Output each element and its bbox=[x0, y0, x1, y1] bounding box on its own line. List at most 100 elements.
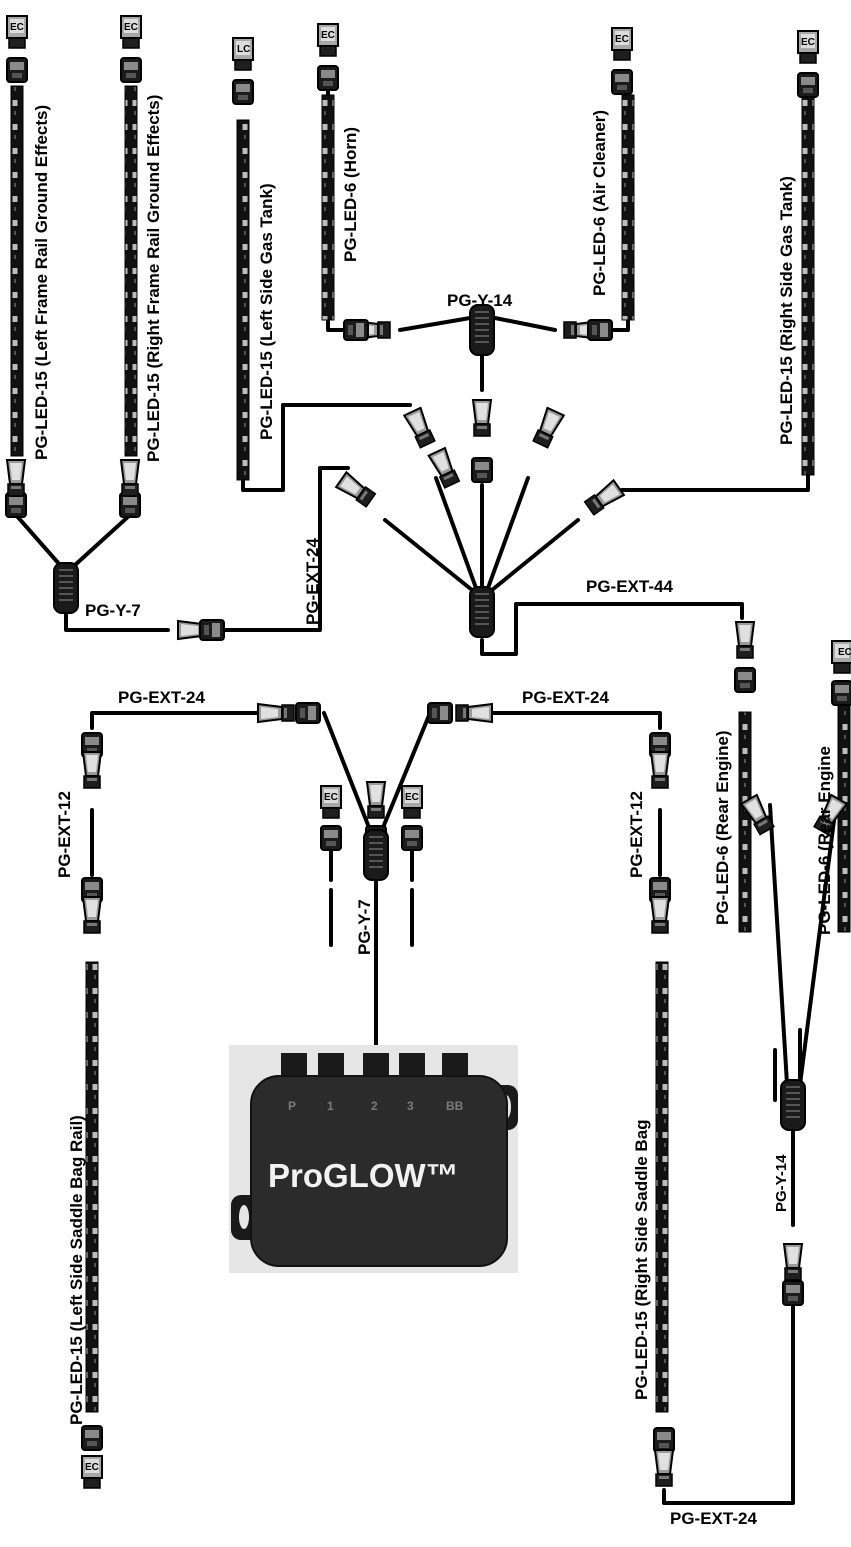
led-strip-rear-1 bbox=[738, 711, 752, 933]
labels: PG-LED-15 (Left Frame Rail Ground Effect… bbox=[32, 95, 834, 1528]
label-y14-top: PG-Y-14 bbox=[447, 291, 513, 310]
label-led-left-frame: PG-LED-15 (Left Frame Rail Ground Effect… bbox=[32, 105, 51, 460]
led-strips bbox=[10, 85, 851, 1413]
svg-text:EC: EC bbox=[615, 34, 629, 45]
connector bbox=[82, 896, 102, 934]
end-cap-left-gas: LC bbox=[232, 37, 254, 71]
connector bbox=[654, 1449, 674, 1487]
led-strip-right-saddle bbox=[655, 961, 669, 1413]
connector bbox=[427, 447, 462, 490]
y-splitter-top bbox=[469, 304, 495, 356]
led-strip-horn bbox=[321, 94, 335, 321]
led-strip-right-gas bbox=[801, 94, 815, 476]
male-connectors bbox=[6, 399, 848, 1487]
inline-coupler bbox=[587, 319, 613, 341]
svg-text:LC: LC bbox=[237, 44, 250, 55]
svg-text:EC: EC bbox=[405, 792, 419, 803]
controller-body bbox=[250, 1075, 508, 1267]
svg-text:EC: EC bbox=[321, 30, 335, 41]
coupler bbox=[782, 1280, 804, 1306]
label-led-right-gas: PG-LED-15 (Right Side Gas Tank) bbox=[777, 176, 796, 445]
led-strip-rear-2 bbox=[837, 699, 851, 933]
label-led-right-saddle: PG-LED-15 (Right Side Saddle Bag bbox=[632, 1119, 651, 1400]
port-label-bb: BB bbox=[446, 1099, 464, 1113]
coupler bbox=[401, 825, 423, 851]
connector bbox=[783, 1243, 803, 1281]
coupler bbox=[471, 457, 493, 483]
label-led-rear-1: PG-LED-6 (Rear Engine) bbox=[713, 730, 732, 925]
label-led-left-saddle: PG-LED-15 (Left Side Saddle Bag Rail) bbox=[67, 1115, 86, 1425]
led-strip-left-frame bbox=[10, 85, 24, 457]
label-ext44: PG-EXT-44 bbox=[586, 577, 673, 596]
inline-connector bbox=[257, 703, 295, 723]
y-splitter-hub bbox=[469, 586, 495, 638]
coupler bbox=[797, 72, 819, 98]
label-y7-top: PG-Y-7 bbox=[85, 601, 141, 620]
label-ext12-left: PG-EXT-12 bbox=[55, 791, 74, 878]
end-cap-ctrl-3: EC bbox=[401, 785, 423, 819]
coupler bbox=[6, 57, 28, 83]
label-ext24-right: PG-EXT-24 bbox=[522, 688, 609, 707]
coupler bbox=[120, 57, 142, 83]
end-caps: EC EC LC EC EC EC EC EC EC EC bbox=[6, 15, 851, 1489]
coupler bbox=[320, 825, 342, 851]
coupler bbox=[611, 69, 633, 95]
port-label-2: 2 bbox=[371, 1099, 378, 1113]
end-cap-left-frame: EC bbox=[6, 15, 28, 49]
led-strip-right-frame bbox=[124, 85, 138, 457]
label-led-left-gas: PG-LED-15 (Left Side Gas Tank) bbox=[257, 183, 276, 440]
inline-connector bbox=[455, 703, 493, 723]
end-cap-air: EC bbox=[611, 27, 633, 61]
end-cap-horn: EC bbox=[317, 23, 339, 57]
connector bbox=[366, 781, 386, 819]
port-label-p: P bbox=[288, 1099, 296, 1113]
label-ext24-left: PG-EXT-24 bbox=[118, 688, 205, 707]
coupler bbox=[734, 667, 756, 693]
connector bbox=[335, 471, 377, 509]
port-label-1: 1 bbox=[327, 1099, 334, 1113]
led-strip-left-gas bbox=[236, 119, 250, 481]
controller: P 1 2 3 BB ProGLOW™ bbox=[229, 1045, 518, 1273]
label-ext12-right: PG-EXT-12 bbox=[627, 791, 646, 878]
svg-text:EC: EC bbox=[85, 1462, 99, 1473]
label-y7-center: PG-Y-7 bbox=[355, 899, 374, 955]
end-cap-right-frame: EC bbox=[120, 15, 142, 49]
label-ext24-bottom: PG-EXT-24 bbox=[670, 1509, 757, 1528]
svg-text:EC: EC bbox=[324, 792, 338, 803]
y-splitter-center bbox=[363, 829, 389, 881]
connector bbox=[120, 459, 140, 497]
inline-coupler bbox=[295, 702, 321, 724]
label-led-rear-2: PG-LED-6 (Rear Engine bbox=[815, 746, 834, 935]
connector bbox=[735, 621, 755, 659]
inline-coupler bbox=[427, 702, 453, 724]
end-cap-left-saddle: EC bbox=[81, 1455, 103, 1489]
end-cap-ctrl-p: EC bbox=[320, 785, 342, 819]
end-cap-right-gas: EC bbox=[797, 30, 819, 64]
wires bbox=[14, 88, 838, 1505]
connector bbox=[403, 406, 437, 450]
svg-text:EC: EC bbox=[801, 37, 815, 48]
inline-coupler bbox=[199, 619, 225, 641]
port-label-3: 3 bbox=[407, 1099, 414, 1113]
connector bbox=[472, 399, 492, 437]
coupler bbox=[653, 1427, 675, 1453]
connector bbox=[650, 896, 670, 934]
y-splitter-rear bbox=[780, 1079, 806, 1131]
inline-coupler bbox=[343, 319, 369, 341]
svg-text:EC: EC bbox=[838, 647, 851, 658]
coupler bbox=[831, 680, 851, 706]
y-splitter-left bbox=[53, 562, 79, 614]
coupler bbox=[317, 65, 339, 91]
svg-text:EC: EC bbox=[124, 22, 138, 33]
connector bbox=[82, 751, 102, 789]
end-cap-rear-2: EC bbox=[831, 640, 851, 674]
connector bbox=[583, 479, 625, 517]
svg-text:EC: EC bbox=[10, 22, 24, 33]
connector bbox=[650, 751, 670, 789]
connector bbox=[531, 406, 565, 450]
coupler bbox=[232, 79, 254, 105]
label-ext24-vertical: PG-EXT-24 bbox=[303, 538, 322, 625]
controller-brand: ProGLOW™ bbox=[268, 1157, 459, 1194]
label-led-horn: PG-LED-6 (Horn) bbox=[341, 127, 360, 262]
